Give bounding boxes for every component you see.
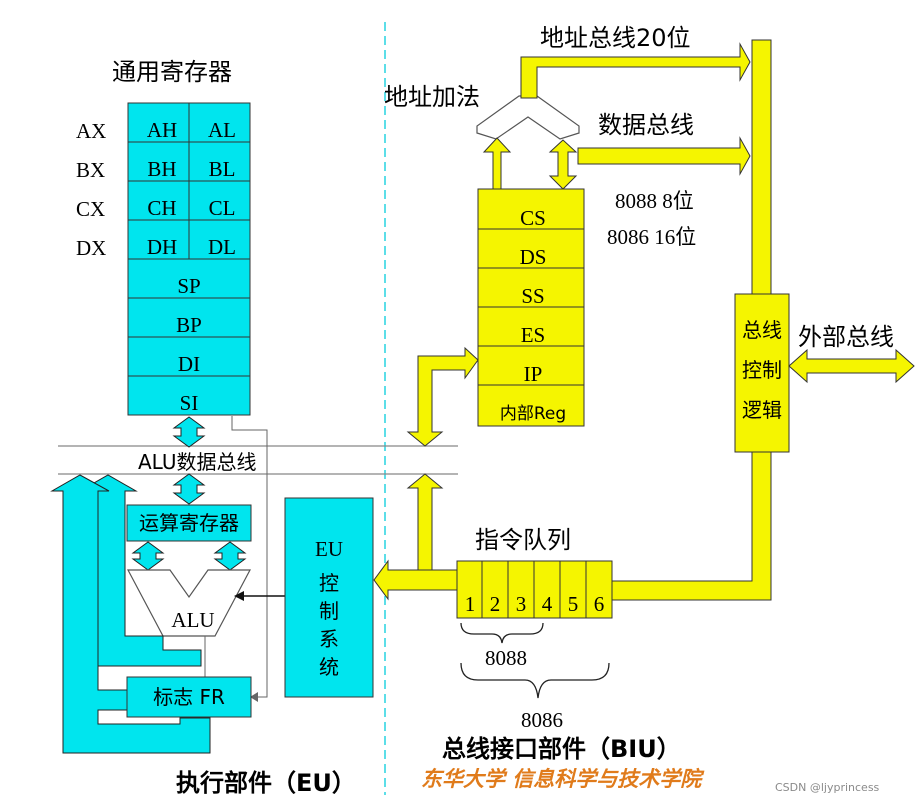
- biu-internal-bus-arrow: [406, 346, 479, 447]
- operand-alu-arrow-right: [213, 541, 247, 571]
- bus-operand-double-arrow: [172, 473, 206, 505]
- operand-alu-arrow-left: [131, 541, 165, 571]
- register-di: DI: [178, 352, 200, 376]
- queue-slot-2: 2: [490, 592, 501, 616]
- register-ah: AH: [147, 118, 177, 142]
- brace-8086: [460, 662, 610, 699]
- register-row-labels: AX BX CX DX: [76, 119, 106, 260]
- data-width-8086: 8086 16位: [607, 225, 696, 249]
- register-bl: BL: [209, 157, 236, 181]
- queue-label-8088: 8088: [485, 646, 527, 670]
- register-ss: SS: [521, 284, 544, 308]
- row-label-cx: CX: [76, 197, 105, 221]
- eu-control-char-3: 系: [319, 627, 339, 651]
- queue-label-8086: 8086: [521, 708, 563, 732]
- register-bh: BH: [147, 157, 176, 181]
- byte-registers: AH AL BH BL CH CL DH DL: [147, 118, 236, 259]
- registers-bus-double-arrow: [172, 416, 206, 448]
- flags-register: [126, 676, 252, 718]
- adder-internal-double-arrow: [548, 139, 578, 190]
- word-registers: SP BP DI SI: [176, 274, 202, 415]
- data-width-8088: 8088 8位: [615, 189, 694, 213]
- queue-slot-4: 4: [542, 592, 553, 616]
- queue-slots: 1 2 3 4 5 6: [465, 592, 605, 616]
- queue-to-control-arrow: [373, 559, 459, 601]
- queue-to-bus-arrow: [406, 473, 444, 576]
- address-data-bus-rail: [751, 39, 772, 295]
- alu-bus-label: ALU数据总线: [138, 450, 256, 474]
- segment-register-file: [477, 188, 585, 427]
- external-bus-double-arrow: [788, 348, 915, 384]
- row-label-ax: AX: [76, 119, 106, 143]
- si-to-flags-line: [231, 416, 268, 698]
- operand-register-label: 运算寄存器: [139, 511, 239, 535]
- register-ch: CH: [147, 196, 176, 220]
- row-label-dx: DX: [76, 236, 106, 260]
- brace-8088: [460, 622, 544, 644]
- register-cl: CL: [209, 196, 236, 220]
- university-name: 东华大学 信息科学与技术学院: [421, 767, 705, 791]
- queue-slot-3: 3: [516, 592, 527, 616]
- register-bp: BP: [176, 313, 202, 337]
- external-bus-label: 外部总线: [798, 323, 894, 351]
- eu-control-char-4: 统: [319, 655, 339, 679]
- alu-unit: [127, 569, 251, 637]
- register-ip: IP: [524, 362, 543, 386]
- eu-section-title: 执行部件（EU）: [176, 769, 356, 797]
- address-bus-label: 地址总线20位: [540, 24, 691, 52]
- bus-control-to-queue-path: [611, 451, 772, 601]
- address-adder-unit: [476, 95, 580, 140]
- queue-slot-5: 5: [568, 592, 579, 616]
- general-register-file: [127, 102, 251, 416]
- queue-slot-1: 1: [465, 592, 476, 616]
- operand-register: [126, 504, 252, 542]
- bus-control-line-1: 总线: [742, 318, 782, 342]
- eu-control-char-2: 制: [319, 599, 339, 623]
- register-dl: DL: [208, 235, 236, 259]
- bus-control-logic: [734, 293, 790, 453]
- flags-register-label: 标志 FR: [153, 685, 225, 709]
- data-bus-arrow: [577, 136, 751, 176]
- segment-to-adder-arrow: [482, 137, 512, 190]
- register-dh: DH: [147, 235, 177, 259]
- row-label-bx: BX: [76, 158, 105, 182]
- address-adder-label: 地址加法: [384, 83, 480, 111]
- register-ds: DS: [520, 245, 547, 269]
- alu-label: ALU: [171, 608, 214, 632]
- biu-section-title: 总线接口部件（BIU）: [442, 735, 681, 763]
- general-registers-title: 通用寄存器: [112, 58, 232, 86]
- internal-reg: 内部Reg: [500, 404, 566, 424]
- eu-control-title: EU: [315, 537, 343, 561]
- register-sp: SP: [177, 274, 200, 298]
- csdn-watermark: CSDN @ljyprincess: [775, 781, 880, 794]
- address-bus-arrow: [520, 42, 751, 99]
- queue-title: 指令队列: [475, 526, 571, 554]
- bus-control-line-2: 控制: [742, 358, 782, 382]
- register-si: SI: [180, 391, 199, 415]
- eu-control-char-1: 控: [319, 571, 339, 595]
- register-es: ES: [521, 323, 546, 347]
- segment-registers: CS DS SS ES IP 内部Reg: [500, 206, 566, 424]
- instruction-queue: [456, 560, 613, 619]
- register-cs: CS: [520, 206, 546, 230]
- register-al: AL: [208, 118, 236, 142]
- bus-control-line-3: 逻辑: [742, 398, 782, 422]
- eu-control-system: [284, 497, 374, 698]
- queue-slot-6: 6: [594, 592, 605, 616]
- data-bus-label: 数据总线: [598, 111, 694, 139]
- flags-output-path-outer: [50, 474, 211, 754]
